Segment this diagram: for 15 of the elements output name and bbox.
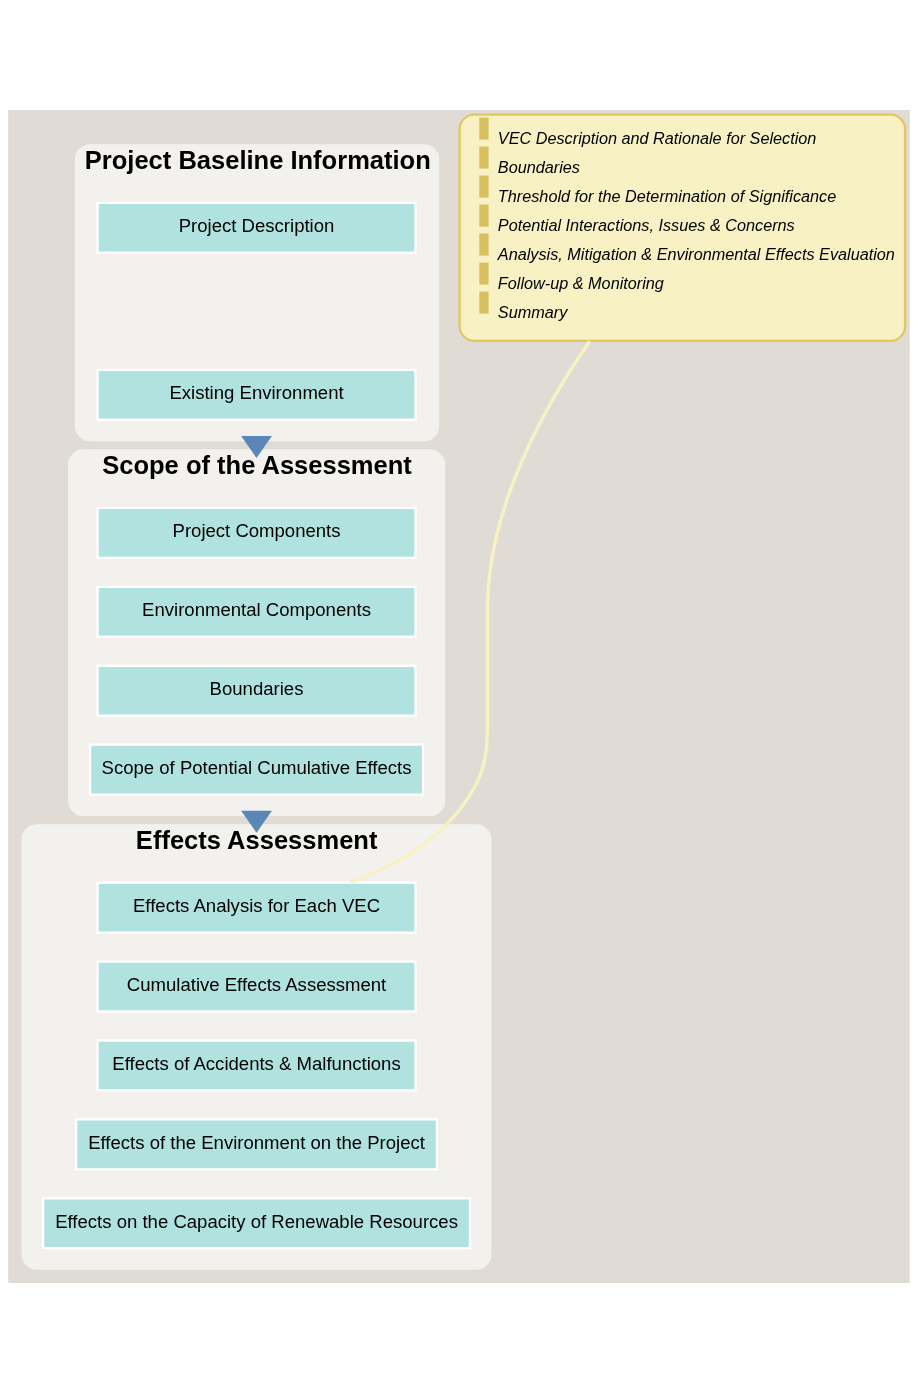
arrow — [241, 436, 272, 459]
node-box: Cumulative Effects Assessment — [96, 960, 417, 1013]
node-box: Effects on the Capacity of Renewable Resources — [41, 1197, 472, 1250]
arrow — [241, 810, 272, 833]
connector — [349, 340, 592, 885]
node-box: Project Components — [96, 506, 417, 559]
node-box: Effects Analysis for Each VEC — [96, 881, 417, 934]
node-box: Project Description — [96, 201, 417, 254]
node-box: Existing Environment — [96, 368, 417, 421]
node-box: Boundaries — [96, 664, 417, 717]
node-box: Effects of the Environment on the Project — [74, 1118, 439, 1171]
node-box: Effects of Accidents & Malfunctions — [96, 1039, 417, 1092]
node-box: Environmental Components — [96, 585, 417, 638]
node-box: VEC Description and Rationale for Selection Boundaries Threshold for the Determination of Significance Potential Interactions, Issues & Concerns Analysis, Mitigation & Environmental Effects Evaluation Follow-up & Monitoring Summary — [458, 113, 907, 343]
node-box: Scope of Potential Cumulative Effects — [88, 743, 425, 796]
